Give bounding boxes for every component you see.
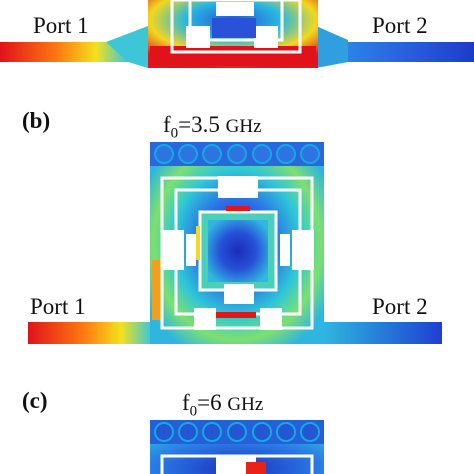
panel-b-patch-left [162, 230, 184, 270]
via [178, 144, 198, 164]
panel-a-inner-slot [188, 0, 284, 42]
via [300, 422, 320, 442]
panel-a-hot-bottom [150, 46, 316, 66]
panel-a-outer-slot [170, 0, 302, 54]
panel-b-patch-right-inner [280, 234, 290, 266]
panel-b-patch-right [292, 230, 314, 270]
panel-a-port1-label: Port 1 [33, 13, 89, 38]
via [276, 144, 296, 164]
panel-a-patch-right [254, 26, 278, 48]
panel-b-frequency: f0=3.5 GHz [163, 112, 262, 143]
panel-c-via-row [154, 422, 320, 442]
panel-b-patch-left-inner [186, 234, 196, 266]
freq-symbol: f [163, 112, 171, 137]
panel-b-port2-label: Port 2 [372, 294, 428, 319]
freq-unit: GHz [227, 394, 264, 415]
panel-b-left-feedline [28, 322, 152, 344]
panel-b-center-square [208, 220, 268, 282]
panel-a-port2-label: Port 2 [372, 13, 428, 38]
freq-value: =3.5 [178, 112, 220, 137]
via [154, 144, 174, 164]
via [178, 422, 198, 442]
via [252, 144, 272, 164]
panel-c-label: (c) [22, 388, 48, 413]
panel-b-patch-top [218, 176, 258, 198]
panel-a-field-map [0, 0, 474, 68]
via [154, 422, 174, 442]
freq-value: =6 [197, 390, 222, 415]
panel-a-right-taper [316, 26, 348, 68]
panel-b-label: (b) [22, 108, 51, 133]
panel-b-via-row [154, 144, 320, 164]
panel-b-patch-bl [194, 308, 216, 330]
panel-b-hot-left-edge [152, 260, 162, 320]
panel-c-frequency: f0=6 GHz [182, 390, 263, 421]
via [202, 144, 222, 164]
panel-a-patch-left [186, 26, 210, 48]
panel-a-patch-top [216, 2, 254, 16]
panel-b-patch-bottom [224, 284, 254, 304]
panel-a-left-taper [106, 26, 148, 68]
freq-unit: GHz [225, 116, 262, 137]
freq-symbol: f [182, 390, 190, 415]
freq-subscript: 0 [170, 125, 179, 142]
panel-b-field-map [28, 142, 442, 344]
via [202, 422, 222, 442]
panel-b-port1-label: Port 1 [30, 294, 86, 319]
via [227, 144, 247, 164]
via [276, 422, 296, 442]
panel-b-right-feedline [322, 322, 442, 344]
panel-b-patch-br [260, 308, 282, 330]
panel-a-left-feedline [0, 42, 128, 62]
panel-b-hot-spot-bottom [216, 312, 256, 318]
via [227, 422, 247, 442]
freq-subscript: 0 [189, 403, 198, 420]
panel-a-right-feedline [328, 42, 474, 62]
panel-b-hot-spot-top [226, 206, 250, 211]
panel-a-center [212, 18, 256, 38]
panel-c-field-map [150, 420, 324, 474]
via [252, 422, 272, 442]
panel-b-hot-spot-left [196, 226, 200, 260]
panel-c-hot-spot [246, 462, 266, 474]
via [300, 144, 320, 164]
